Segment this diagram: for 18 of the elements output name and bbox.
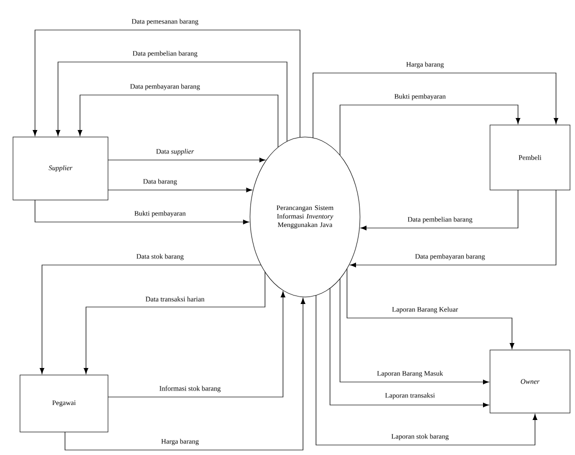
- arrow: [330, 288, 490, 408]
- arrow: [360, 190, 518, 230]
- arrow: [340, 104, 520, 156]
- arrow: [84, 272, 266, 374]
- arrow: [64, 298, 306, 450]
- arrow: [350, 190, 556, 268]
- arrow: [316, 295, 538, 446]
- arrow: [40, 264, 262, 374]
- arrow: [346, 268, 514, 349]
- arrow: [108, 188, 252, 192]
- arrow: [312, 72, 558, 138]
- arrow: [108, 291, 286, 398]
- arrow: [56, 62, 288, 142]
- arrow: [32, 30, 300, 138]
- arrow: [34, 200, 250, 224]
- arrow: [340, 278, 490, 384]
- arrow: [108, 158, 266, 162]
- arrow: [78, 94, 278, 148]
